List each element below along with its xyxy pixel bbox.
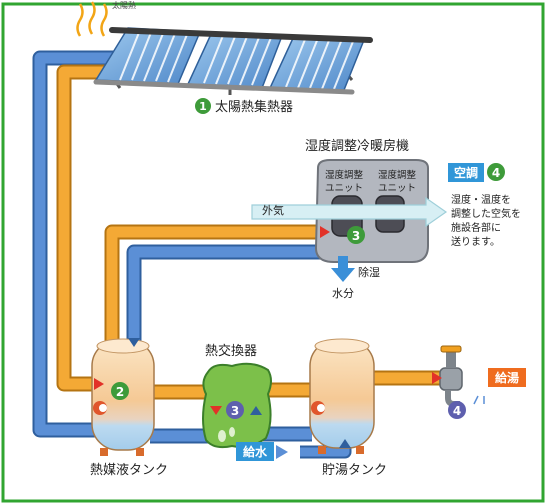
flow-arrow-icon: [250, 406, 262, 415]
flow-arrow-icon: [432, 372, 442, 384]
flow-arrow-icon: [210, 406, 222, 415]
exchanger-label: 熱交換器: [205, 343, 257, 359]
exchanger-number-badge: [226, 401, 244, 419]
flow-arrow-icon: [320, 226, 330, 238]
dehumidify-label: 除湿: [358, 265, 380, 279]
svg-text:3: 3: [352, 229, 360, 243]
aircon-unit1-line2: ユニット: [325, 183, 363, 194]
hot-water-label-box: [488, 368, 526, 387]
storage-tank-label: 貯湯タンク: [322, 463, 387, 478]
outside-air-label: 外気: [262, 203, 284, 217]
aircon-desc-line4: 送ります。: [451, 235, 500, 248]
svg-text:1: 1: [199, 100, 207, 113]
aircon-label: 空調: [454, 165, 478, 180]
water-label: 水分: [332, 287, 354, 300]
flow-arrow-icon: [276, 445, 288, 459]
supply-water-label-box: [236, 442, 274, 461]
collector-number-badge: [195, 98, 211, 114]
aircon-desc-line3: 施設各部に: [451, 221, 501, 234]
aircon-title: 湿度調整冷暖房機: [305, 138, 409, 154]
svg-text:2: 2: [116, 385, 124, 399]
heat-tank-label: 熱媒液タンク: [90, 463, 168, 478]
sun-label: 太陽熱: [112, 0, 136, 10]
hot-water-number-badge: [448, 401, 466, 419]
solar-collector: [93, 27, 373, 95]
aircon-desc-line1: 湿度・温度を: [451, 193, 511, 206]
aircon-step-badge: [487, 163, 505, 181]
svg-text:4: 4: [453, 404, 461, 418]
dehumidify-arrow: [331, 256, 355, 282]
aircon-desc-line2: 調整した空気を: [451, 207, 521, 220]
hot-water-label: 給湯: [495, 370, 519, 385]
sun-rays-icon: [76, 1, 108, 37]
aircon-unit2-line2: ユニット: [378, 183, 416, 194]
flow-arrow-icon: [339, 439, 351, 448]
aircon-unit2-line1: 湿度調整: [378, 169, 417, 181]
aircon-label-box: [448, 163, 484, 182]
svg-text:3: 3: [231, 404, 239, 418]
flow-arrow-icon: [94, 378, 104, 390]
collector-label: 太陽熱集熱器: [215, 99, 293, 115]
aircon-unit1-line1: 湿度調整: [325, 169, 364, 181]
outside-air-arrow: [251, 196, 448, 228]
supply-water-label: 給水: [243, 444, 268, 459]
heat-tank-number-badge: [111, 382, 129, 400]
hot-water-storage-tank: [309, 338, 375, 454]
faucet-icon: [439, 345, 485, 407]
svg-text:4: 4: [492, 166, 500, 180]
flow-arrow-icon: [128, 338, 140, 347]
aircon-number-badge: [347, 226, 365, 244]
